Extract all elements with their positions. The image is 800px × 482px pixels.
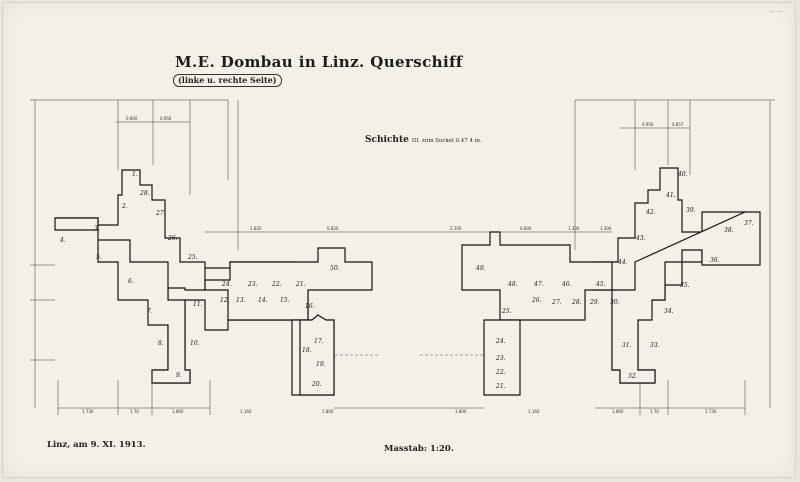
stone-number: 21. [495, 383, 506, 390]
stone-number: 41. [665, 192, 676, 199]
stone-number: 6. [128, 278, 134, 285]
stone-number: 49. [475, 265, 486, 272]
stone-number: 48. [507, 281, 518, 288]
stone-number: 42. [645, 209, 656, 216]
stone-number: 18. [302, 347, 312, 354]
stone-number: 26. [167, 235, 178, 242]
dimension-label: 2.100 [450, 226, 462, 231]
drawing-title: M.E. Dombau in Linz. Querschiff [175, 53, 463, 71]
stone-number: 13. [236, 297, 246, 304]
stone-number: 50. [330, 265, 340, 272]
sheet-mark: — — [770, 9, 782, 15]
stone-number: 32. [628, 373, 638, 380]
drawing-subtitle: (linke u. rechte Seite) [173, 74, 282, 87]
stone-number: 10. [190, 340, 200, 347]
stone-number: 28. [139, 190, 150, 197]
stone-number: 19. [316, 361, 326, 368]
stone-number: 1. [132, 171, 138, 178]
place-date: Linz, am 9. XI. 1913. [47, 440, 146, 450]
stone-number: 25. [187, 254, 198, 261]
dimension-label: 0.956 [160, 116, 172, 121]
stone-number: 44. [617, 259, 628, 266]
stone-number: 22. [271, 281, 282, 288]
dimension-label: 1.800 [322, 409, 334, 414]
dimension-label: 0.800 [126, 116, 138, 121]
stone-number: 31. [622, 342, 632, 349]
dimension-label: 1.160 [528, 409, 540, 414]
stone-number: 47. [533, 281, 544, 288]
stone-number: 3. [94, 225, 100, 232]
stone-number: 12. [220, 297, 230, 304]
stone-number: 23. [495, 355, 506, 362]
stone-number: 43. [635, 235, 646, 242]
stone-number: 33. [650, 342, 660, 349]
stone-number: 36. [710, 257, 720, 264]
layer-label-sub: III. zum Sockel 0.47 4 m. [411, 138, 482, 144]
dimension-label: 0.956 [642, 122, 654, 127]
dimension-label: 1.860 [612, 409, 624, 414]
stone-number: 11. [193, 301, 203, 308]
stone-number: 9. [176, 372, 182, 379]
stone-number: 26. [531, 297, 542, 304]
dimension-label: 1.860 [172, 409, 184, 414]
scale-label: Masstab: 1:20. [384, 444, 454, 454]
dimension-label: 0.820 [327, 226, 339, 231]
stone-number: 4. [59, 237, 66, 244]
dimension-label: 1.300 [600, 226, 612, 231]
stone-number: 28. [571, 299, 582, 306]
stone-number: 38. [724, 227, 734, 234]
stone-number: 24. [221, 281, 232, 288]
dimension-label: 1.730 [705, 409, 717, 414]
stone-number: 34. [664, 308, 674, 315]
plan-left-half: 1. 2. 3. 4. 5. 6. 7. 8. 9. 10. 11. 12. 1… [30, 99, 395, 415]
stone-number: 29. [589, 299, 600, 306]
stone-number: 23. [247, 281, 258, 288]
dimension-label: 1.300 [568, 226, 580, 231]
stone-number: 27. [155, 210, 166, 217]
dimension-label: 1.160 [240, 409, 252, 414]
dimension-label: 0.800 [520, 226, 532, 231]
stone-number: 16. [305, 303, 315, 310]
stone-number: 21. [295, 281, 306, 288]
stone-number: 14. [258, 297, 268, 304]
dimension-label: 0.857 [672, 122, 684, 127]
stone-number: 24. [495, 338, 506, 345]
stone-number: 45. [595, 281, 606, 288]
stone-number: 39. [686, 207, 696, 214]
plan-right-half: 40. 41. 42. 43. 44. 45. 46. 47. 48. 49. … [405, 99, 775, 415]
stone-number: 2. [121, 203, 128, 210]
stone-number: 40. [677, 171, 688, 178]
dimension-label: 1.730 [82, 409, 94, 414]
stone-number: 7. [147, 308, 153, 315]
stone-number: 46. [561, 281, 572, 288]
stone-number: 27. [551, 299, 562, 306]
stone-number: 22. [495, 369, 506, 376]
stone-number: 15. [280, 297, 290, 304]
stone-number: 20. [311, 381, 322, 388]
stone-number: 25. [501, 308, 512, 315]
stone-number: 17. [314, 338, 324, 345]
dimension-label: 1.70 [130, 409, 139, 414]
stone-number: 35. [680, 282, 690, 289]
dimension-label: 1.70 [650, 409, 659, 414]
stone-number: 5. [96, 254, 102, 261]
dimension-label: 1.800 [455, 409, 467, 414]
dimension-label: 1.820 [250, 226, 262, 231]
layer-label-text: Schichte [365, 135, 409, 145]
stone-number: 30. [610, 299, 620, 306]
stone-number: 37. [744, 220, 754, 227]
stone-number: 8. [158, 340, 164, 347]
